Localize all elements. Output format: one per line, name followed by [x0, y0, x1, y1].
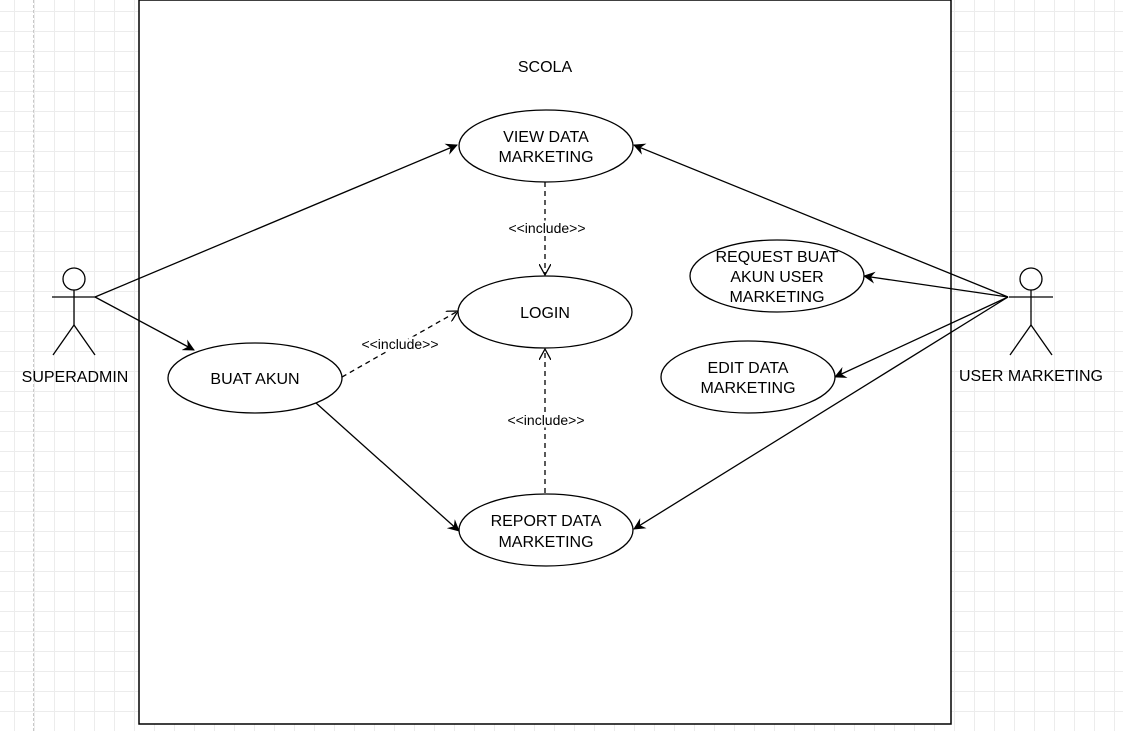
include-buat-to-login[interactable]: [341, 311, 458, 378]
usecase-ellipse[interactable]: [689, 239, 865, 313]
association-superadmin-view-data[interactable]: [94, 143, 458, 298]
usecase-buat-akun[interactable]: BUAT AKUN: [167, 342, 343, 414]
usecase-login[interactable]: LOGIN: [457, 275, 633, 349]
usecase-label-line: MARKETING: [700, 380, 795, 397]
actor-superadmin[interactable]: SUPERADMIN: [22, 267, 129, 386]
include-label-report-login: <<include>>: [507, 412, 584, 428]
usecase-label-line: MARKETING: [498, 149, 593, 166]
actor-label: USER MARKETING: [959, 368, 1103, 385]
associations: [94, 143, 1009, 532]
usecase-label-line: VIEW DATA: [503, 129, 589, 146]
usecase-label-line: REPORT DATA: [491, 513, 602, 530]
actor-label: SUPERADMIN: [22, 369, 129, 386]
usecase-label-line: MARKETING: [729, 289, 824, 306]
usecase-request-buat-akun-user-marketing[interactable]: REQUEST BUAT AKUN USER MARKETING: [689, 239, 865, 313]
usecase-label-line: BUAT AKUN: [210, 371, 299, 388]
usecase-label-line: AKUN USER: [730, 269, 823, 286]
include-label-buat-login: <<include>>: [361, 336, 438, 352]
usecase-ellipse[interactable]: [458, 493, 634, 567]
usecase-label-line: EDIT DATA: [708, 360, 789, 377]
include-relations: [341, 182, 545, 493]
actor-user-marketing[interactable]: USER MARKETING: [959, 267, 1103, 385]
association-buat-akun-report[interactable]: [315, 402, 460, 532]
usecase-label-line: LOGIN: [520, 305, 570, 322]
association-superadmin-buat-akun[interactable]: [94, 296, 195, 351]
usecase-label-line: REQUEST BUAT: [716, 249, 839, 266]
usecase-edit-data-marketing[interactable]: EDIT DATA MARKETING: [660, 340, 836, 414]
usecase-label-line: MARKETING: [498, 534, 593, 551]
association-usermarketing-edit-data[interactable]: [834, 296, 1009, 378]
usecase-ellipse[interactable]: [167, 342, 343, 414]
include-label-view-login: <<include>>: [508, 220, 585, 236]
usecase-report-data-marketing[interactable]: REPORT DATA MARKETING: [458, 493, 634, 567]
association-usermarketing-request-akun[interactable]: [863, 271, 1009, 298]
usecase-ellipse[interactable]: [458, 109, 634, 183]
usecase-view-data-marketing[interactable]: VIEW DATA MARKETING: [458, 109, 634, 183]
stick-figure-icon: [1009, 267, 1053, 356]
association-usermarketing-report[interactable]: [633, 296, 1009, 530]
usecase-ellipse[interactable]: [457, 275, 633, 349]
page-break-line: [33, 0, 34, 731]
system-title: SCOLA: [518, 59, 573, 76]
stick-figure-icon: [52, 267, 96, 356]
usecase-ellipse[interactable]: [660, 340, 836, 414]
association-usermarketing-view-data[interactable]: [633, 143, 1009, 298]
